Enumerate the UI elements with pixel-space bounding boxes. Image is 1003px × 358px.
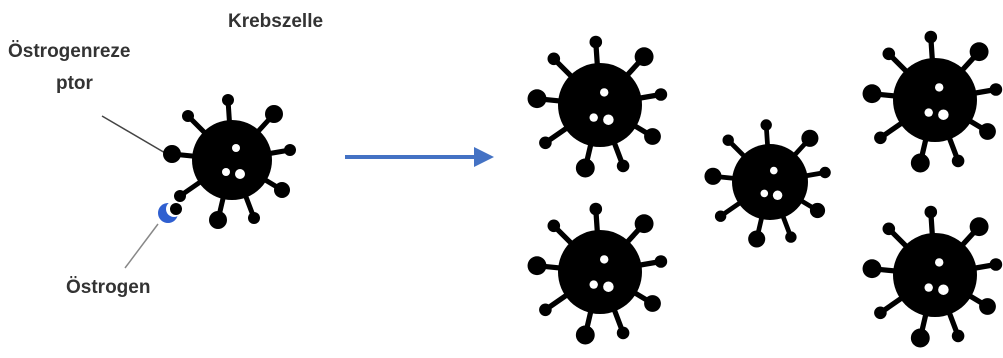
virus-icon xyxy=(163,94,296,229)
right-arrow-icon xyxy=(345,147,494,167)
receptor-leader-line xyxy=(101,115,173,158)
virus-icon xyxy=(863,31,1003,173)
receptor-label-line1: Östrogenreze xyxy=(8,41,131,62)
crescent-icon xyxy=(158,201,182,223)
virus-icon xyxy=(863,206,1003,348)
receptor-label-line2: ptor xyxy=(56,73,93,94)
estrogen-leader-line xyxy=(124,223,159,269)
cancer-cell-label: Krebszelle xyxy=(228,11,324,32)
virus-icon xyxy=(528,203,668,345)
estrogen-label: Östrogen xyxy=(66,277,151,298)
virus-icon xyxy=(528,36,668,178)
virus-icon xyxy=(704,119,830,247)
